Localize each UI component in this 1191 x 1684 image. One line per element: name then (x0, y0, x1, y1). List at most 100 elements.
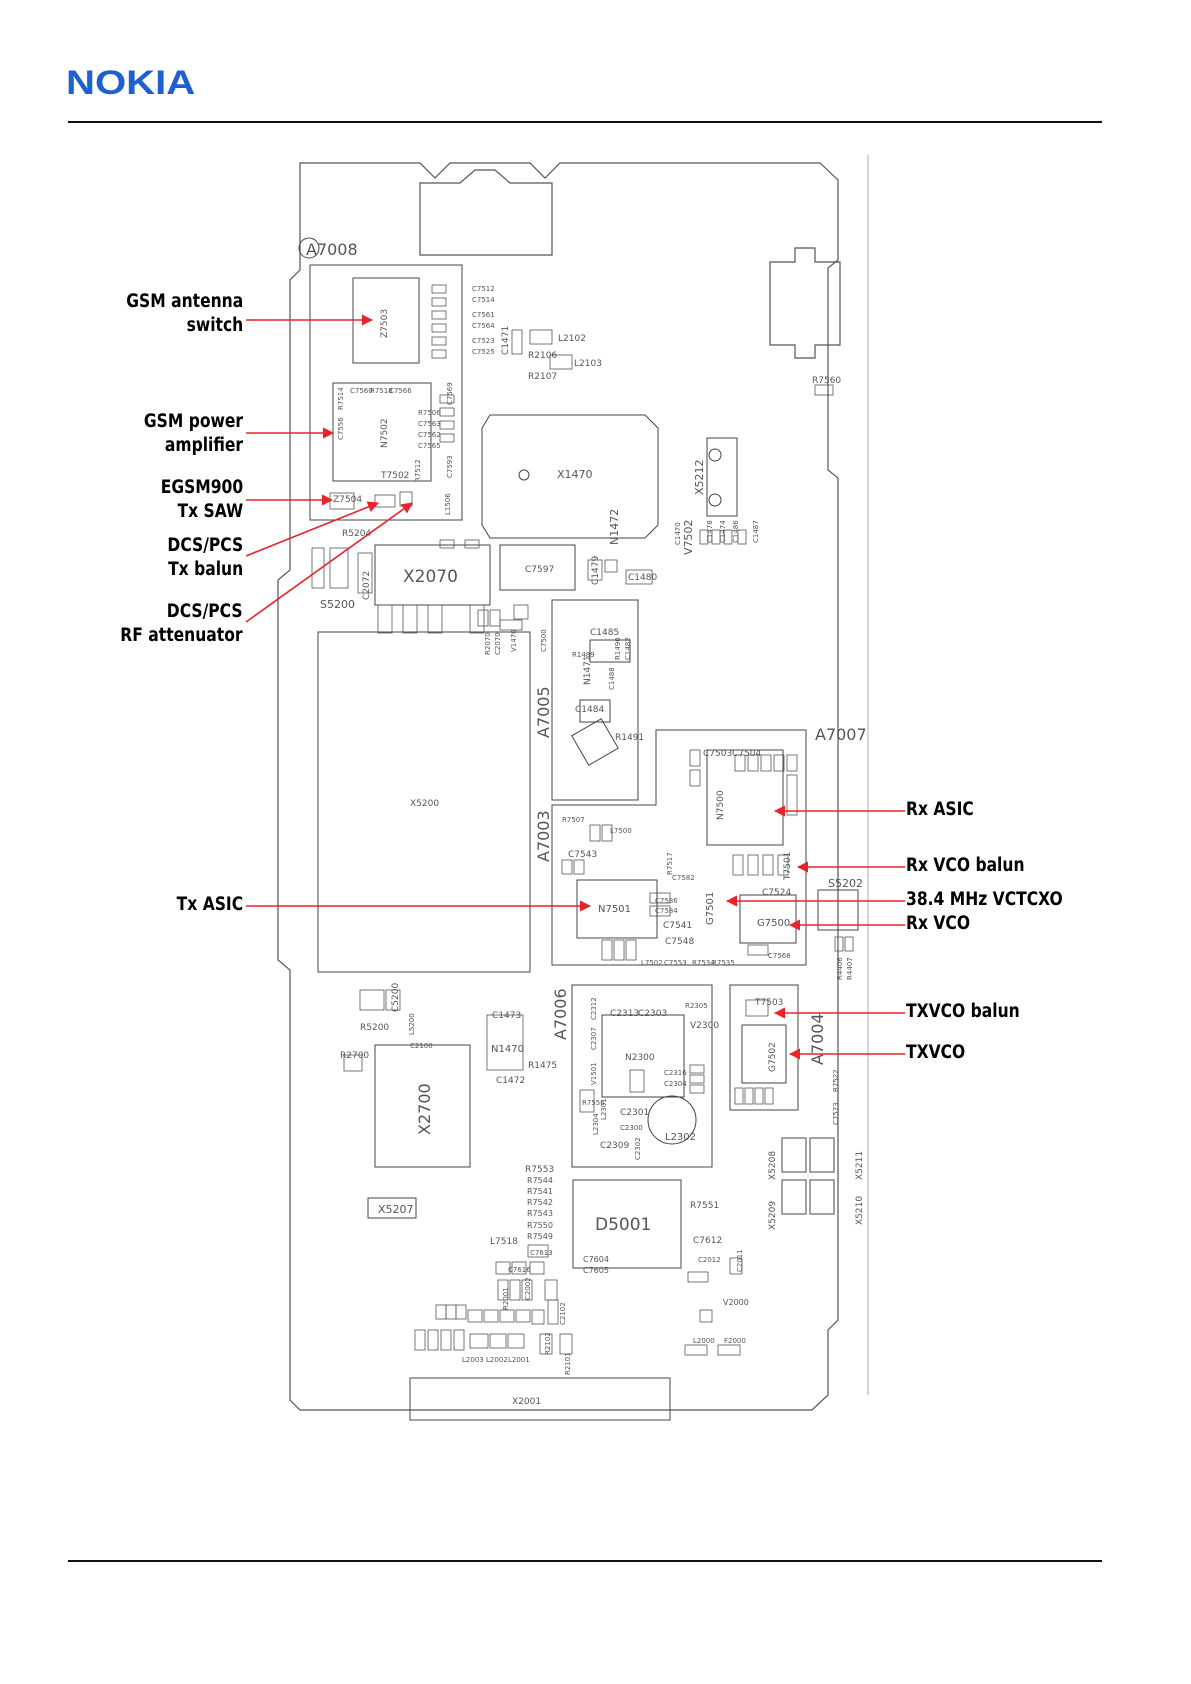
svg-text:V7502: V7502 (682, 519, 695, 555)
svg-text:C7503: C7503 (703, 749, 732, 759)
svg-text:C1482: C1482 (624, 637, 632, 660)
label-a7005: A7005 (534, 686, 553, 738)
svg-text:R5200: R5200 (360, 1023, 389, 1033)
label-a7004: A7004 (808, 1013, 827, 1065)
label-a7008: A7008 (306, 240, 358, 259)
n7501-body (576, 879, 658, 939)
passive-pads (311, 284, 854, 1356)
svg-text:C2100: C2100 (410, 1042, 433, 1050)
svg-text:C7514: C7514 (472, 296, 495, 304)
svg-text:C1478: C1478 (706, 520, 714, 543)
svg-text:L2001: L2001 (508, 1356, 530, 1364)
x1470-body (481, 414, 659, 539)
shield-a7008 (309, 264, 463, 521)
svg-text:C2011: C2011 (736, 1249, 744, 1272)
svg-text:G7500: G7500 (757, 918, 790, 929)
svg-text:R2700: R2700 (340, 1051, 369, 1061)
svg-text:R7514: R7514 (337, 387, 345, 410)
svg-text:C7523: C7523 (472, 337, 495, 345)
svg-text:R7507: R7507 (562, 816, 585, 824)
callout-egsm900-tx-saw: EGSM900 Tx SAW (160, 477, 243, 522)
g7500-body (739, 894, 797, 944)
label-a7006: A7006 (551, 988, 570, 1040)
svg-text:Z7504: Z7504 (333, 495, 362, 505)
svg-text:L7500: L7500 (610, 827, 632, 835)
svg-text:C7597: C7597 (525, 565, 554, 575)
svg-text:C7563: C7563 (418, 420, 441, 428)
svg-text:T7501: T7501 (783, 852, 793, 881)
n2300-body (601, 1014, 685, 1098)
svg-text:C7548: C7548 (665, 937, 694, 947)
svg-text:N1471: N1471 (583, 655, 593, 685)
callout-dcs-pcs-tx-balun: DCS/PCS Tx balun (167, 535, 243, 580)
svg-text:C2316: C2316 (664, 1069, 687, 1077)
shield-a7006 (571, 984, 713, 1168)
svg-text:L2000: L2000 (693, 1337, 715, 1345)
svg-text:C7573: C7573 (832, 1102, 840, 1125)
svg-text:C2072: C2072 (362, 571, 372, 600)
leader-dcs-pcs-rf-attenuator (245, 502, 413, 623)
svg-text:R7543: R7543 (527, 1209, 553, 1218)
svg-text:L1506: L1506 (444, 493, 452, 515)
svg-text:C7616: C7616 (508, 1266, 531, 1274)
svg-text:C2313: C2313 (610, 1009, 639, 1019)
svg-text:C7586: C7586 (655, 897, 678, 905)
leader-lines (245, 314, 905, 1060)
footer-rule (68, 1560, 1102, 1562)
svg-text:R7544: R7544 (527, 1176, 553, 1185)
svg-text:C7541: C7541 (663, 921, 692, 931)
svg-text:C1470: C1470 (674, 522, 682, 545)
svg-text:L2003: L2003 (462, 1356, 484, 1364)
svg-text:R7506: R7506 (418, 409, 441, 417)
svg-text:V1470: V1470 (510, 629, 518, 652)
svg-text:R7556: R7556 (582, 1099, 605, 1107)
svg-text:L2103: L2103 (574, 359, 602, 369)
svg-text:N1470: N1470 (491, 1044, 524, 1055)
svg-text:L2301: L2301 (600, 1098, 608, 1120)
c7597-body (499, 544, 576, 591)
svg-text:C7584: C7584 (655, 907, 678, 915)
svg-text:S5200: S5200 (320, 598, 355, 611)
svg-text:R2001: R2001 (502, 1287, 510, 1310)
g7502-body (741, 1024, 787, 1084)
svg-text:C2302: C2302 (634, 1137, 642, 1160)
svg-text:C1485: C1485 (590, 628, 619, 638)
svg-text:R2070: R2070 (484, 632, 492, 655)
callout-txvco-balun: TXVCO balun (906, 1001, 1020, 1022)
label-a7003: A7003 (534, 810, 553, 862)
svg-text:C7564: C7564 (472, 322, 495, 330)
svg-text:C7612: C7612 (693, 1236, 722, 1246)
svg-text:C7605: C7605 (583, 1266, 609, 1275)
svg-text:C1487: C1487 (752, 520, 760, 543)
svg-text:C7566: C7566 (389, 387, 412, 395)
svg-text:R7512: R7512 (414, 459, 422, 482)
l2302-body (647, 1095, 697, 1145)
svg-text:G7501: G7501 (705, 892, 716, 925)
svg-text:Z7503: Z7503 (380, 309, 390, 338)
callout-rx-asic: Rx ASIC (906, 799, 974, 820)
svg-text:R5204: R5204 (342, 529, 371, 539)
svg-text:L2102: L2102 (558, 334, 586, 344)
svg-text:C1474: C1474 (719, 520, 727, 543)
svg-text:L2302: L2302 (665, 1132, 696, 1143)
svg-text:X1470: X1470 (557, 468, 593, 481)
svg-text:R1489: R1489 (572, 651, 595, 659)
x2001-body (409, 1377, 671, 1421)
callout-txvco: TXVCO (906, 1042, 966, 1063)
svg-text:R7522: R7522 (832, 1069, 840, 1092)
svg-text:X5210: X5210 (855, 1196, 865, 1225)
svg-text:X5212: X5212 (693, 459, 706, 495)
svg-text:R1490: R1490 (614, 637, 622, 660)
shield-a7003-a7007 (551, 729, 807, 966)
svg-text:N2300: N2300 (625, 1053, 655, 1063)
svg-text:R7542: R7542 (527, 1198, 553, 1207)
svg-text:R2305: R2305 (685, 1002, 708, 1010)
svg-text:C7604: C7604 (583, 1255, 609, 1264)
callout-vctcxo: 38.4 MHz VCTCXO (906, 889, 1063, 910)
svg-text:C7593: C7593 (446, 455, 454, 478)
n7500-body (706, 749, 784, 846)
s5202-body (817, 889, 859, 931)
svg-text:C1471: C1471 (501, 326, 511, 355)
svg-text:C1473: C1473 (492, 1011, 521, 1021)
svg-text:C7613: C7613 (530, 1249, 553, 1257)
